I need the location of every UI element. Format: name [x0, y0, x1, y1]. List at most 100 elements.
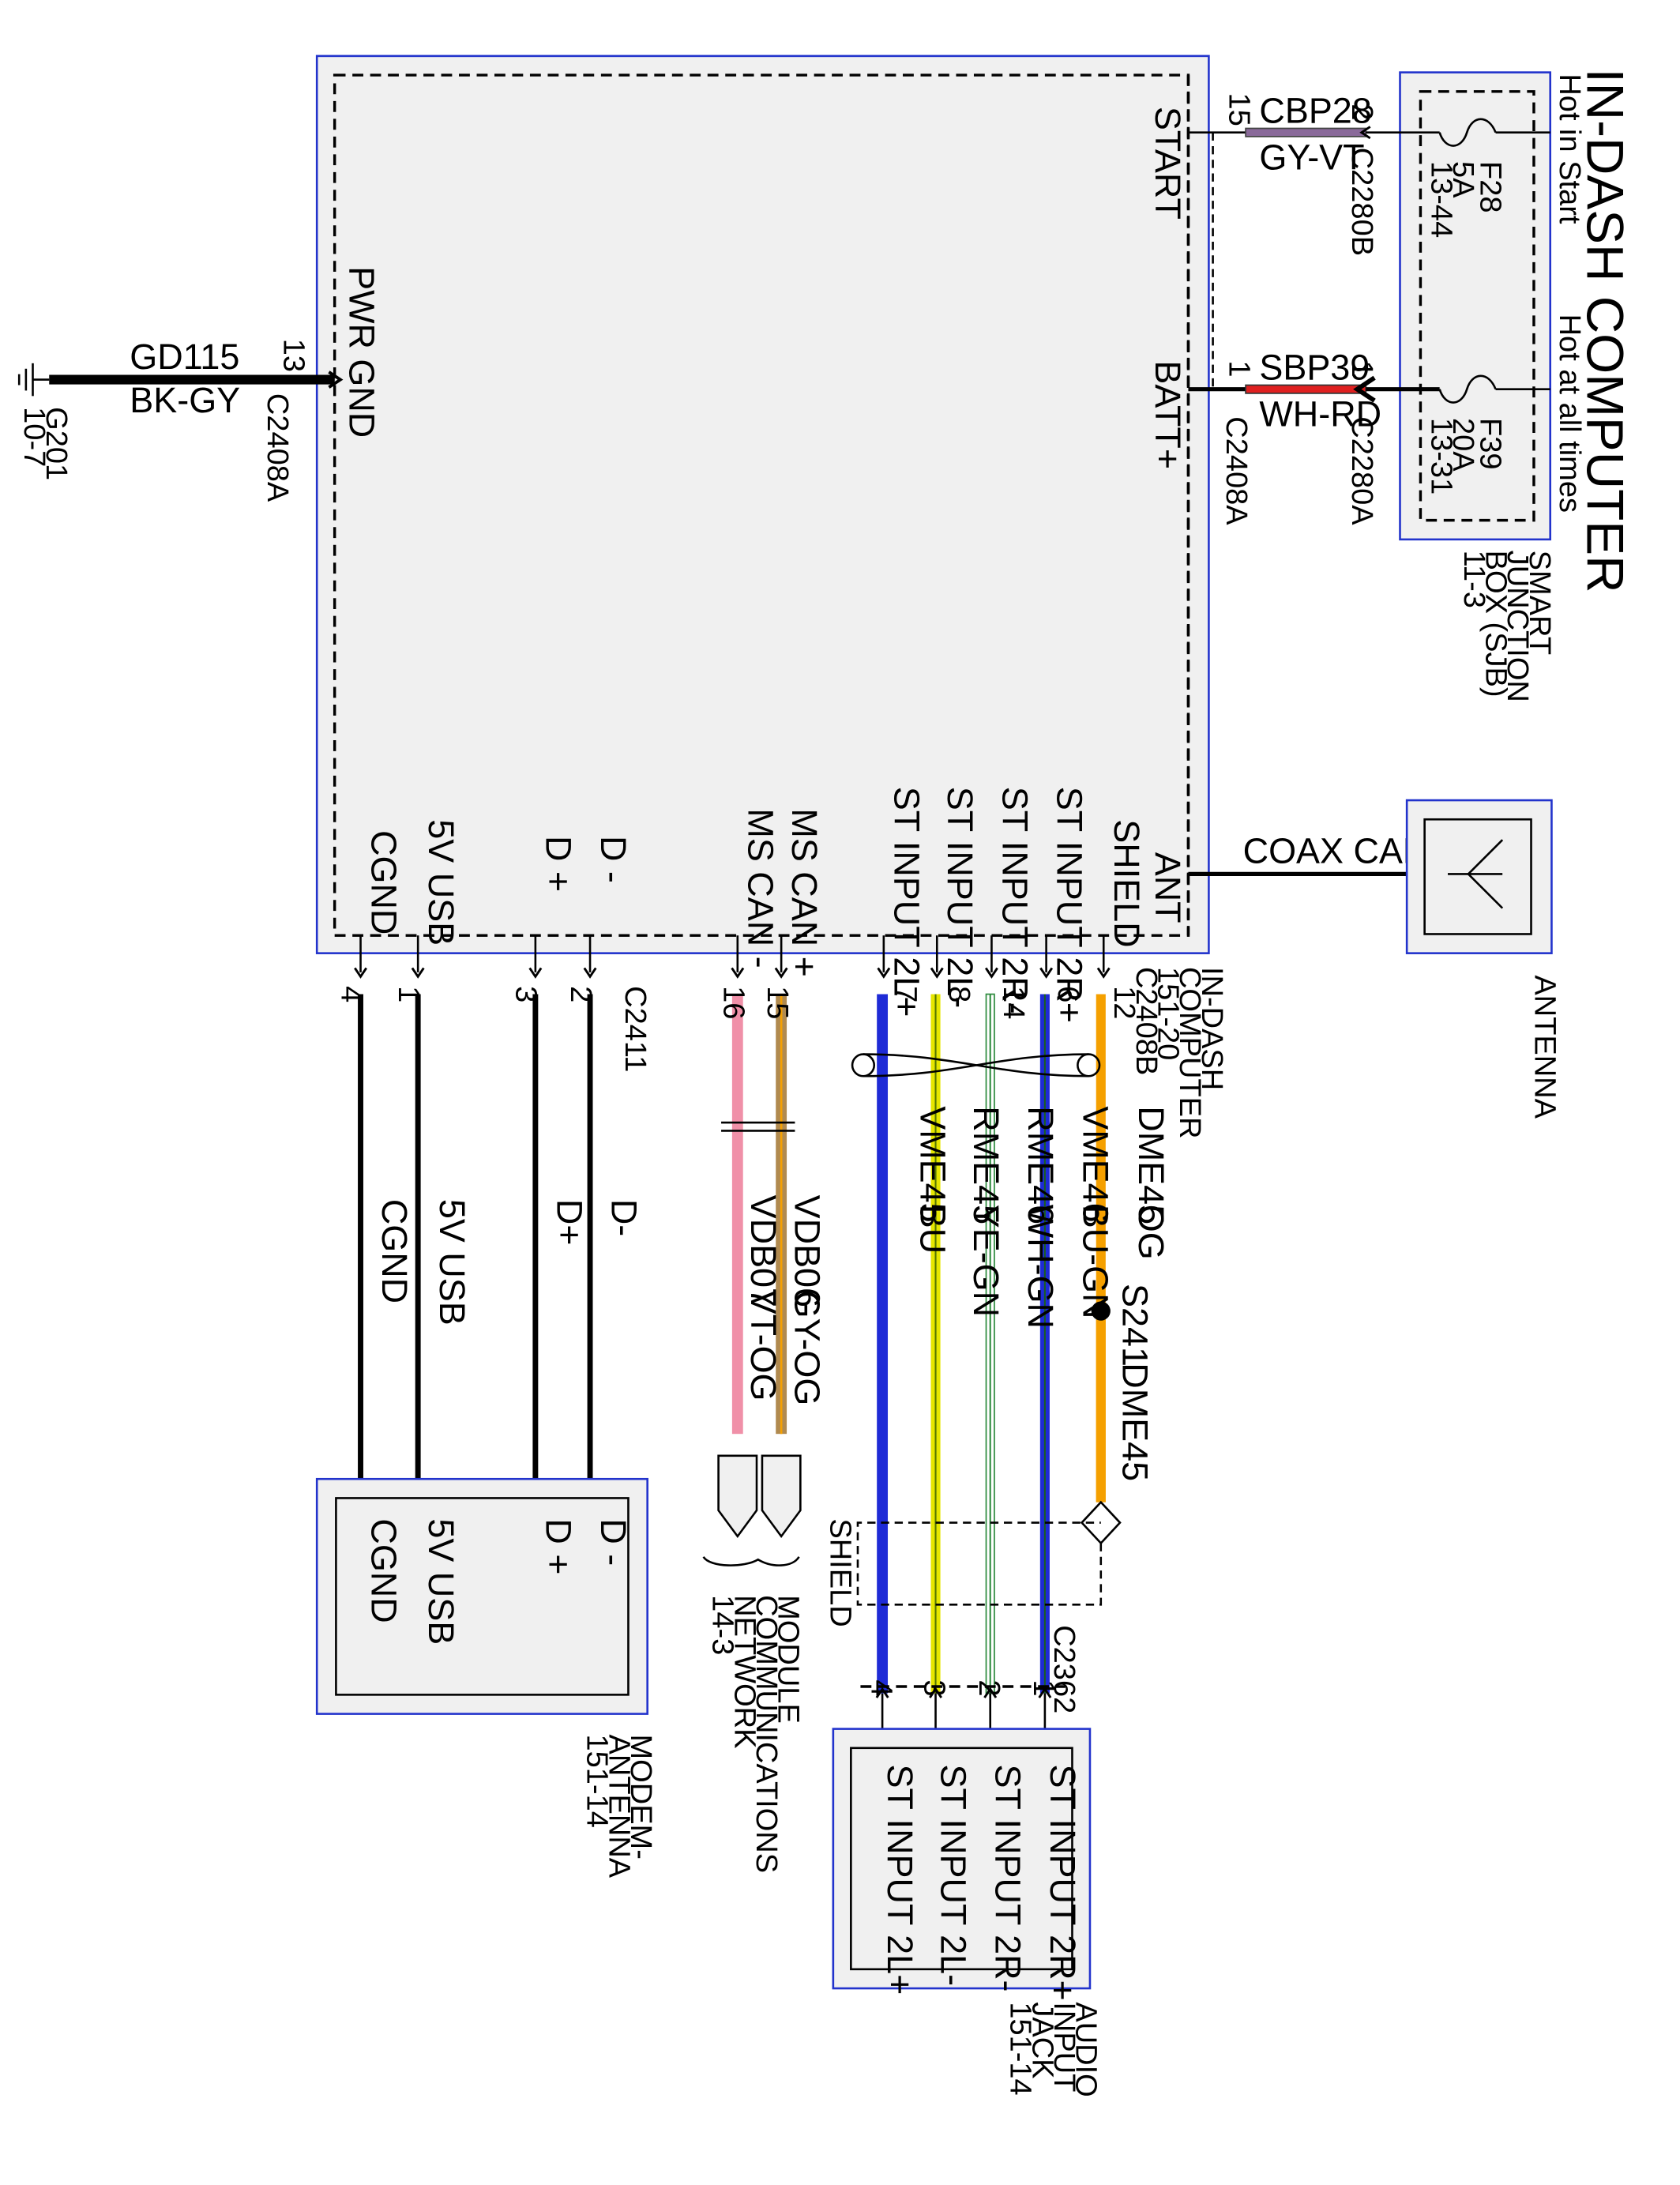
- start-connector: C2280B: [1345, 148, 1378, 256]
- sjb-label-4: 11-3: [1457, 551, 1490, 608]
- hot-in-start-label: Hot in Start: [1553, 73, 1586, 224]
- audio-wire-pin-top: 12: [1107, 986, 1141, 1019]
- modem-pin-label: 5V USB: [421, 1518, 461, 1645]
- ground-wire-color: BK-GY: [130, 380, 240, 420]
- usb-wire-pin: 2: [564, 986, 597, 1002]
- modem-label-2: ANTENNA: [602, 1735, 635, 1878]
- module-pin-label: D -: [593, 836, 633, 883]
- start-circuit: CBP28: [1259, 91, 1371, 131]
- audio-wire-pin-top: 6: [1051, 986, 1084, 1002]
- audio-wire-color: BU-GN: [1075, 1205, 1115, 1319]
- module-pin-label: ST INPUT 2R+: [1049, 787, 1089, 1023]
- can-wire-arrow-icon: [717, 1454, 758, 1539]
- module-label-1: IN-DASH: [1195, 967, 1228, 1090]
- usb-wire-label: D-: [604, 1199, 645, 1236]
- audio-wire-color: WH-GN: [1020, 1205, 1061, 1329]
- audio-jack-pin-label: ST INPUT 2L+: [880, 1765, 920, 1995]
- batt-pin-sjb: 1: [1345, 360, 1378, 377]
- audio-wire-color: YE-GN: [966, 1205, 1006, 1317]
- audio-wire-color: BU: [913, 1205, 953, 1254]
- audio-wire-circuit: RME45: [966, 1106, 1006, 1224]
- fuse-f39-icon: [1438, 374, 1497, 404]
- start-pin-module: 15: [1222, 93, 1255, 126]
- modem-pin-label: D -: [593, 1518, 633, 1566]
- network-label-4: 14-3: [706, 1595, 739, 1655]
- antenna-icon: [1448, 839, 1504, 909]
- modem-pin-label: D +: [539, 1518, 579, 1574]
- fuse-f28-name: F28: [1474, 161, 1507, 213]
- module-pin-label: D +: [539, 836, 579, 892]
- audio-jack-pin-label: ST INPUT 2R-: [988, 1765, 1028, 1992]
- audio-jack-label-4: 151-14: [1004, 2002, 1037, 2095]
- network-label-3: NETWORK: [727, 1595, 761, 1748]
- can-wire: [731, 994, 743, 1435]
- fuse-f28-ref: 13-44: [1424, 161, 1457, 238]
- module-pin-label: CGND: [363, 830, 404, 935]
- modem-label-1: MODEM-: [624, 1735, 657, 1860]
- splice-s241-label: S241: [1114, 1284, 1155, 1367]
- modem-inner-box: [335, 1497, 630, 1696]
- sjb-inner-dashed-box: [1419, 90, 1535, 522]
- audio-wire: [877, 994, 889, 1694]
- network-label-2: COMMUNICATIONS: [750, 1595, 783, 1873]
- fuse-f39-rating: 20A: [1446, 418, 1479, 472]
- can-wire-arrow-icon: [761, 1454, 802, 1539]
- ground-point: G201: [39, 407, 73, 480]
- sjb-label-2: JUNCTION: [1501, 551, 1534, 702]
- ground-pin: 13: [277, 339, 310, 372]
- audio-wire-circuit: RME46: [1020, 1106, 1061, 1224]
- module-start-label: START: [1148, 107, 1188, 220]
- usb-wire-label: D+: [550, 1199, 590, 1246]
- ground-ref: 10-7: [17, 407, 51, 467]
- audio-wire-pin-bottom: 4: [864, 1679, 897, 1696]
- module-pin-label: MS CAN -: [741, 808, 781, 968]
- network-label-1: MODULE: [772, 1595, 805, 1724]
- twisted-pair-icon: [851, 1053, 1101, 1077]
- can-wire-color: GY-OG: [787, 1291, 827, 1406]
- start-pin-sjb: 2: [1345, 103, 1378, 120]
- module-pin-label: ST INPUT 2L+: [887, 787, 927, 1017]
- can-wire-pin: 15: [761, 986, 794, 1019]
- audio-wire-pin-bottom: 3: [918, 1679, 951, 1696]
- audio-wire-circuit: VME45: [913, 1106, 953, 1222]
- modem-pin-label: CGND: [363, 1518, 404, 1623]
- start-wire-color: GY-VT: [1259, 137, 1364, 177]
- audio-wire-pin-top: 7: [889, 986, 922, 1002]
- can-wire-pin: 16: [717, 986, 750, 1019]
- fuse-f39-ref: 13-31: [1424, 418, 1457, 495]
- can-twist-icon: [721, 1121, 795, 1132]
- network-bracket-icon: [702, 1555, 800, 1566]
- audio-jack-label-3: JACK: [1025, 2002, 1058, 2078]
- shield-drain-path: [856, 1521, 1103, 1606]
- module-pin-label: ST INPUT 2L-: [940, 787, 980, 1008]
- batt-connector-sjb: C2280A: [1345, 416, 1378, 525]
- sjb-label-3: BOX (SJB): [1479, 551, 1512, 698]
- modem-label-3: 151-14: [581, 1735, 614, 1828]
- usb-wire-pin: 3: [509, 986, 543, 1002]
- fuse-f28-rating: 5A: [1446, 161, 1479, 198]
- module-pwr-gnd-label: PWR GND: [342, 266, 382, 438]
- shield-label: SHIELD: [823, 1518, 856, 1627]
- usb-wire-pin: 4: [334, 986, 367, 1002]
- sjb-label-1: SMART: [1523, 551, 1556, 655]
- batt-circuit: SBP39: [1259, 348, 1370, 388]
- connector-c2411: C2411: [618, 986, 652, 1072]
- audio-wire-pin-top: 8: [942, 986, 975, 1002]
- audio-wire-circuit: DME45: [1131, 1106, 1171, 1224]
- sjb-outer-box: [1399, 71, 1552, 541]
- module-outer-box: [315, 55, 1210, 954]
- audio-jack-pin-label: ST INPUT 2R+: [1043, 1765, 1083, 2001]
- module-pin-label: MS CAN +: [784, 808, 825, 976]
- module-batt-label: BATT+: [1148, 360, 1188, 469]
- antenna-inner-box: [1423, 818, 1532, 935]
- can-wire-circuit: VDB07: [743, 1195, 784, 1307]
- usb-wire-label: 5V USB: [432, 1199, 472, 1326]
- splice-circuit-label: DME45: [1114, 1363, 1155, 1481]
- fuse-f39-name: F39: [1474, 418, 1507, 470]
- module-label-2: COMPUTER: [1173, 967, 1206, 1139]
- hot-at-all-times-label: Hot at all times: [1553, 314, 1586, 513]
- audio-jack-pin-label: ST INPUT 2L-: [933, 1765, 973, 1986]
- audio-wire-pin-bottom: 2: [972, 1679, 1005, 1696]
- fuse-f28-icon: [1438, 118, 1497, 147]
- audio-wire-circuit: VME46: [1075, 1106, 1115, 1222]
